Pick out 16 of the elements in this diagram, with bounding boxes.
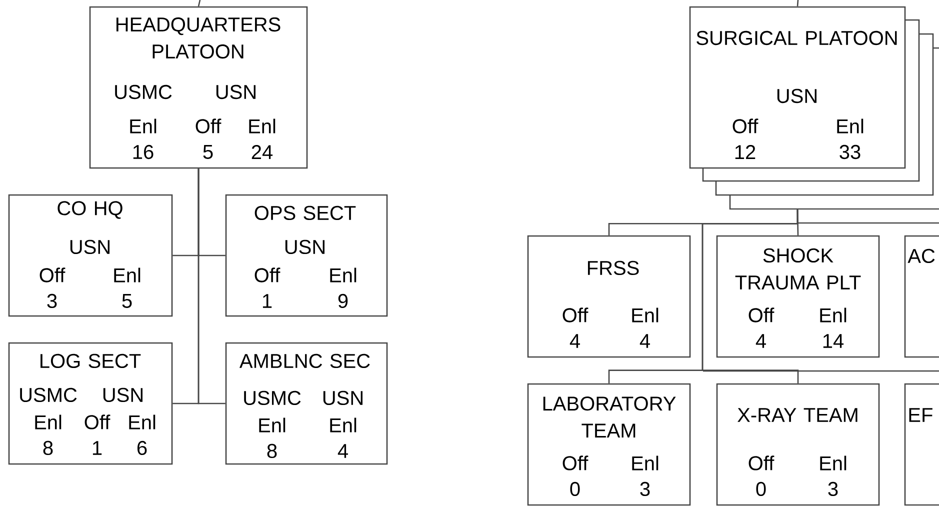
org-box: AC: [904, 235, 939, 358]
connector-line: [198, 168, 226, 404]
org-box: SHOCK TRAUMA PLT Off Enl 4 14: [716, 235, 880, 358]
org-box: AMBLNC SEC USMC USN Enl Enl 8 4: [225, 342, 388, 465]
org-box: OPS SECT USN Off Enl 1 9: [225, 194, 388, 317]
connector-line: [796, 0, 799, 6]
org-box: SURGICAL PLATOON USN Off Enl 12 33: [689, 6, 906, 169]
org-box: EF: [904, 383, 939, 506]
org-box: LOG SECT USMC USN Enl Off Enl 8 1 6: [8, 342, 173, 465]
org-box: FRSS Off Enl 4 4: [527, 235, 691, 358]
org-box: X-RAY TEAM Off Enl 0 3: [716, 383, 880, 506]
org-box: CO HQ USN Off Enl 3 5: [8, 194, 173, 317]
org-box: HEADQUARTERS PLATOON USMC USN Enl Off Enl 16 5 24: [89, 6, 308, 169]
org-box: LABORATORY TEAM Off Enl 0 3: [527, 383, 691, 506]
connector-line: [198, 0, 201, 6]
connector-line: [702, 210, 799, 384]
